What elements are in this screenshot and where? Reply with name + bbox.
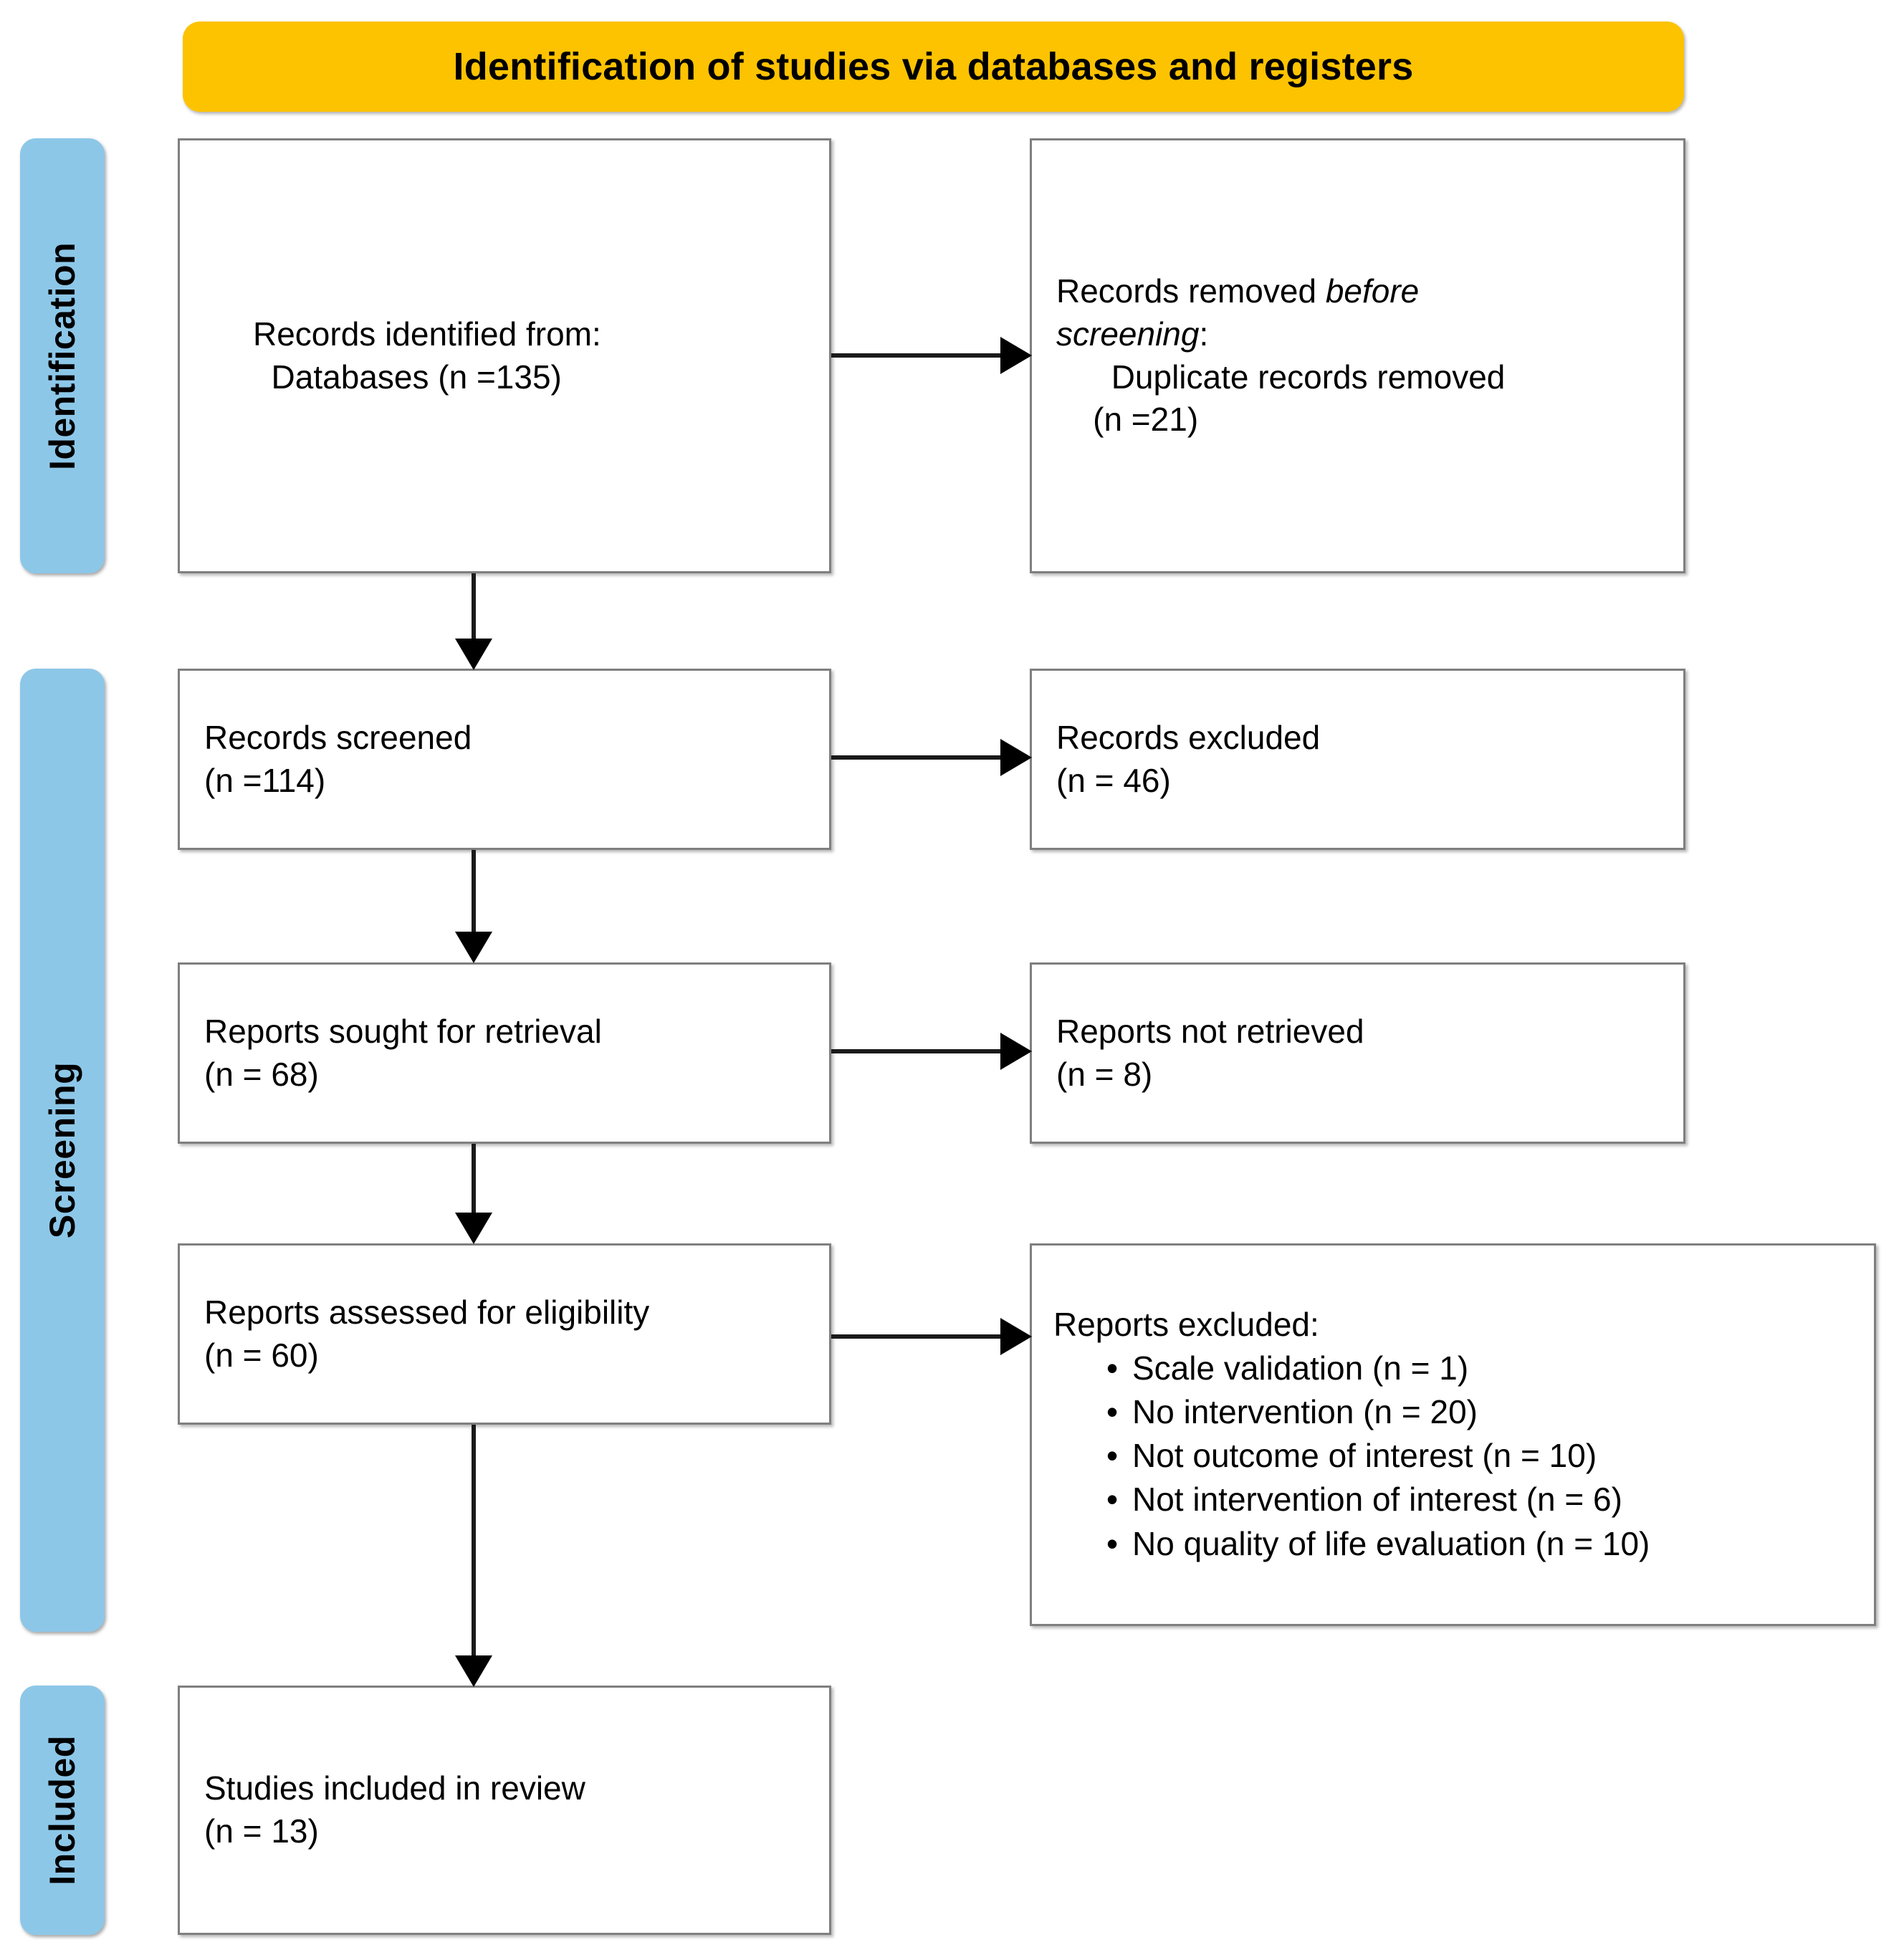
- arrow-identified-to-screened: [454, 573, 493, 670]
- box-records-identified-line2: Databases (n =135): [253, 358, 562, 396]
- arrow-shaft: [831, 1334, 1003, 1339]
- box-records-removed-line1: Records removed before: [1056, 270, 1659, 313]
- box-records-removed-line3: Duplicate records removed: [1056, 358, 1506, 396]
- box-reports-assessed-line1: Reports assessed for eligibility: [204, 1293, 650, 1331]
- box-reports-excluded-title: Reports excluded:: [1053, 1306, 1319, 1344]
- arrow-screened-to-records-excluded: [831, 738, 1032, 777]
- box-records-screened-line1: Records screened: [204, 718, 472, 756]
- box-reports-sought-line1: Reports sought for retrieval: [204, 1012, 602, 1050]
- box-records-identified: Records identified from: Databases (n =1…: [178, 138, 831, 573]
- arrow-shaft: [472, 850, 476, 936]
- diagram-title: Identification of studies via databases …: [453, 45, 1414, 88]
- arrow-sought-to-not-retrieved: [831, 1032, 1032, 1071]
- box-reports-assessed-line2: (n = 60): [204, 1336, 319, 1374]
- stage-label-identification-text: Identification: [42, 242, 83, 470]
- arrow-head-right-icon: [1000, 1318, 1032, 1355]
- arrow-head-right-icon: [1000, 337, 1032, 374]
- stage-label-screening-text: Screening: [42, 1061, 82, 1239]
- reports-excluded-list: • Scale validation (n = 1) • No interventi…: [1053, 1347, 1852, 1566]
- list-item-label: Not outcome of interest (n = 10): [1132, 1437, 1597, 1475]
- list-item: • No intervention (n = 20): [1106, 1390, 1852, 1434]
- arrow-assessed-to-reports-excluded: [831, 1317, 1032, 1356]
- arrow-screened-to-sought: [454, 850, 493, 963]
- stage-label-screening: Screening: [20, 669, 105, 1632]
- list-item-label: Not intervention of interest (n = 6): [1132, 1481, 1622, 1519]
- arrow-assessed-to-included: [454, 1425, 493, 1687]
- box-records-removed: Records removed before screening: Duplic…: [1030, 138, 1685, 573]
- bullet-icon: •: [1106, 1349, 1119, 1387]
- arrow-shaft: [472, 1425, 476, 1661]
- stage-label-identification: Identification: [20, 138, 105, 573]
- arrow-head-right-icon: [1000, 739, 1032, 776]
- arrow-head-down-icon: [455, 932, 492, 963]
- arrow-head-down-icon: [455, 1213, 492, 1244]
- box-reports-not-retrieved-line2: (n = 8): [1056, 1055, 1153, 1093]
- arrow-shaft: [472, 573, 476, 645]
- box-records-removed-line1-emphasis: before: [1325, 272, 1420, 310]
- list-item: • Not intervention of interest (n = 6): [1106, 1478, 1852, 1521]
- box-reports-not-retrieved: Reports not retrieved (n = 8): [1030, 962, 1685, 1144]
- stage-label-included: Included: [20, 1686, 105, 1935]
- arrow-head-right-icon: [1000, 1033, 1032, 1070]
- box-reports-sought-line2: (n = 68): [204, 1055, 319, 1093]
- box-reports-assessed: Reports assessed for eligibility (n = 60…: [178, 1243, 831, 1425]
- box-records-identified-line1: Records identified from:: [253, 315, 601, 353]
- box-records-excluded: Records excluded (n = 46): [1030, 669, 1685, 850]
- box-records-excluded-line2: (n = 46): [1056, 761, 1171, 799]
- box-records-removed-line2-emphasis: screening: [1056, 315, 1200, 353]
- arrow-shaft: [472, 1144, 476, 1218]
- arrow-head-down-icon: [455, 639, 492, 670]
- arrow-head-down-icon: [455, 1655, 492, 1687]
- list-item: • Scale validation (n = 1): [1106, 1347, 1852, 1390]
- box-records-removed-line1-plain: Records removed: [1056, 272, 1326, 310]
- list-item-label: Scale validation (n = 1): [1132, 1349, 1469, 1387]
- box-studies-included-line1: Studies included in review: [204, 1769, 585, 1807]
- bullet-icon: •: [1106, 1524, 1119, 1562]
- arrow-shaft: [831, 755, 1003, 760]
- box-records-screened: Records screened (n =114): [178, 669, 831, 850]
- box-records-excluded-line1: Records excluded: [1056, 718, 1321, 756]
- box-reports-excluded: Reports excluded: • Scale validation (n =…: [1030, 1243, 1876, 1626]
- arrow-sought-to-assessed: [454, 1144, 493, 1244]
- box-studies-included-line2: (n = 13): [204, 1812, 319, 1850]
- arrow-identified-to-removed: [831, 336, 1032, 375]
- arrow-shaft: [831, 353, 1003, 358]
- list-item: • Not outcome of interest (n = 10): [1106, 1434, 1852, 1478]
- box-records-removed-line4: (n =21): [1056, 401, 1199, 439]
- arrow-shaft: [831, 1049, 1003, 1053]
- list-item: • No quality of life evaluation (n = 10): [1106, 1522, 1852, 1566]
- stage-label-included-text: Included: [42, 1735, 83, 1885]
- bullet-icon: •: [1106, 1393, 1119, 1431]
- box-reports-not-retrieved-line1: Reports not retrieved: [1056, 1012, 1364, 1050]
- list-item-label: No quality of life evaluation (n = 10): [1132, 1524, 1650, 1562]
- box-records-removed-line2: screening:: [1056, 313, 1659, 356]
- box-studies-included: Studies included in review (n = 13): [178, 1686, 831, 1935]
- bullet-icon: •: [1106, 1481, 1119, 1519]
- list-item-label: No intervention (n = 20): [1132, 1393, 1478, 1431]
- box-reports-sought: Reports sought for retrieval (n = 68): [178, 962, 831, 1144]
- bullet-icon: •: [1106, 1437, 1119, 1475]
- box-records-screened-line2: (n =114): [204, 761, 326, 799]
- box-records-removed-line2-colon: :: [1199, 315, 1209, 353]
- diagram-header-banner: Identification of studies via databases …: [183, 21, 1684, 112]
